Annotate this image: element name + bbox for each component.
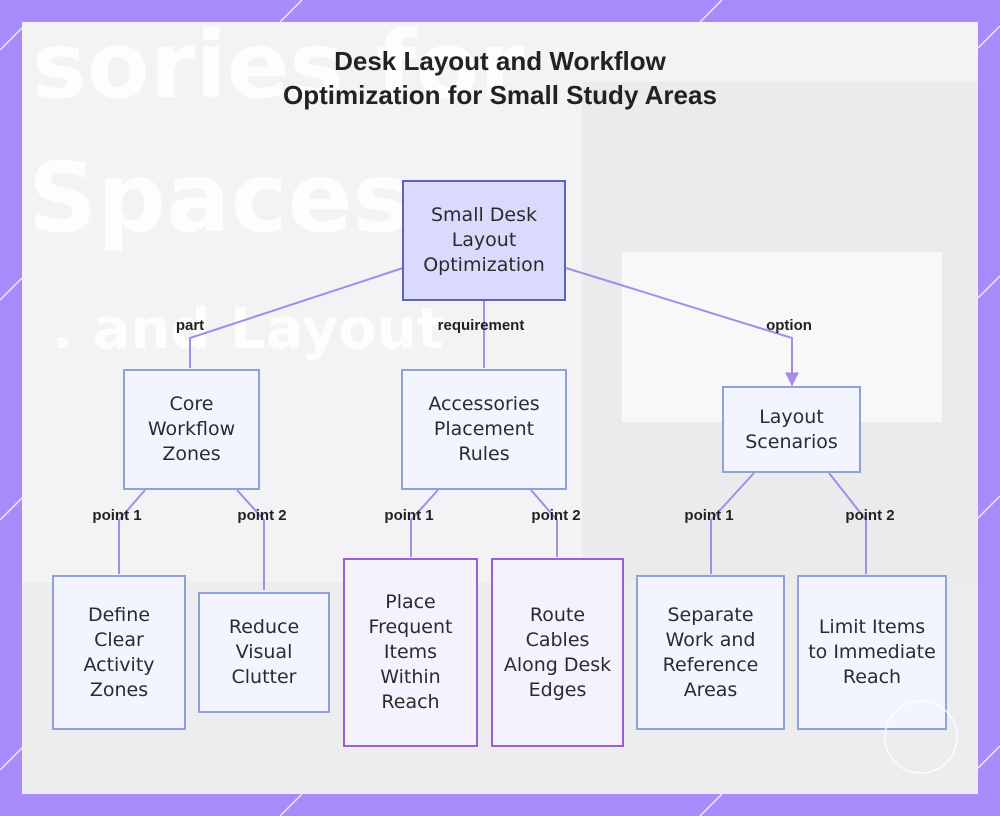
edge-label-acc-point2: point 2 (531, 507, 580, 524)
edge-label-core-point1: point 1 (92, 507, 141, 524)
edge-label-part: part (176, 317, 204, 334)
title-line-1: Desk Layout and Workflow (0, 44, 1000, 78)
node-layout-scenarios: Layout Scenarios (722, 386, 861, 473)
node-root: Small Desk Layout Optimization (402, 180, 566, 301)
node-reduce-visual-clutter: Reduce Visual Clutter (198, 592, 330, 713)
node-accessories-placement-rules: Accessories Placement Rules (401, 369, 567, 490)
node-route-cables: Route Cables Along Desk Edges (491, 558, 624, 747)
edge-label-core-point2: point 2 (237, 507, 286, 524)
edge-label-scen-point2: point 2 (845, 507, 894, 524)
edge-label-option: option (766, 317, 812, 334)
edge-label-requirement: requirement (438, 317, 525, 334)
edge-label-acc-point1: point 1 (384, 507, 433, 524)
node-core-workflow-zones: Core Workflow Zones (123, 369, 260, 490)
watermark-badge (884, 700, 958, 774)
edge-label-scen-point1: point 1 (684, 507, 733, 524)
title-line-2: Optimization for Small Study Areas (0, 78, 1000, 112)
diagram-title: Desk Layout and Workflow Optimization fo… (0, 44, 1000, 112)
node-define-clear-activity-zones: Define Clear Activity Zones (52, 575, 186, 730)
node-separate-work-reference: Separate Work and Reference Areas (636, 575, 785, 730)
node-place-frequent-items: Place Frequent Items Within Reach (343, 558, 478, 747)
